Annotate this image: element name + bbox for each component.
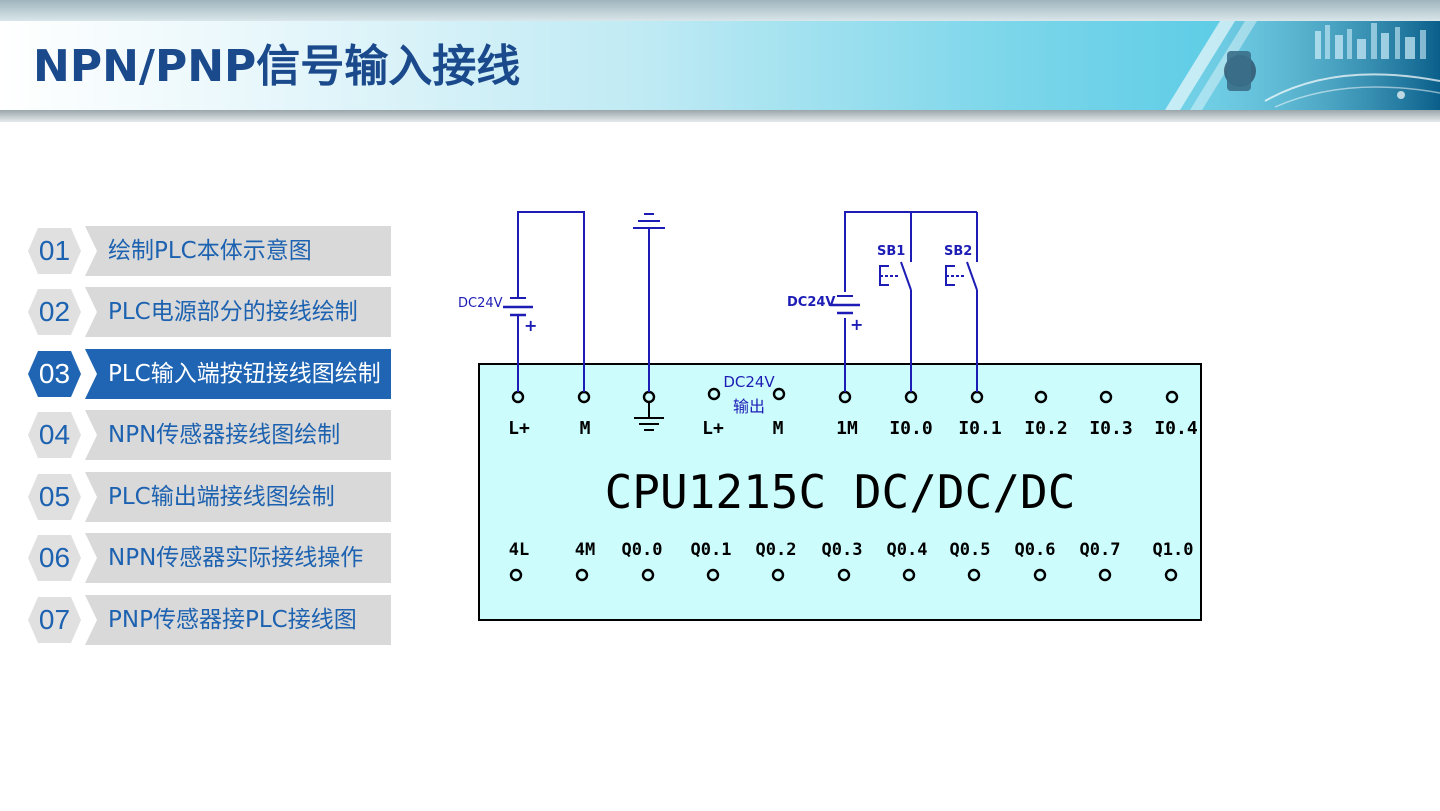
header-banner: NPN/PNP信号输入接线 <box>0 0 1440 122</box>
terminal-circle <box>575 568 589 582</box>
terminal-circle <box>706 568 720 582</box>
menu-number: 06 <box>38 542 71 573</box>
terminal-label: 1M <box>836 418 858 439</box>
plc-model-label: CPU1215C DC/DC/DC <box>605 465 1076 519</box>
top-terminal-labels: L+ M L+ M 1M I0.0 I0.1 I0.2 I0.3 I0.4 <box>508 418 1198 439</box>
supply-right-plus: + <box>850 315 863 334</box>
menu-label-background <box>85 472 391 522</box>
terminal-circle <box>509 568 523 582</box>
terminal-circle <box>1034 390 1048 404</box>
menu-label-background <box>85 349 391 399</box>
battery-left-icon <box>503 294 533 322</box>
wiring-diagram: L+ M L+ M 1M I0.0 I0.1 I0.2 I0.3 I0.4 DC… <box>458 211 1202 621</box>
menu-number: 02 <box>38 296 71 327</box>
menu-number-badge: 06 <box>28 535 81 581</box>
terminal-label: I0.3 <box>1089 418 1132 439</box>
menu-label: 绘制PLC本体示意图 <box>108 238 312 264</box>
menu-number-badge: 02 <box>28 289 81 335</box>
menu-label-background <box>85 533 391 583</box>
menu-label: NPN传感器实际接线操作 <box>108 545 364 571</box>
terminal-label: Q0.2 <box>756 540 797 560</box>
menu-item-05[interactable]: 05 PLC输出端接线图绘制 <box>28 472 392 522</box>
terminal-circle <box>967 568 981 582</box>
menu-number-badge: 07 <box>28 597 81 643</box>
menu-number: 04 <box>38 419 71 450</box>
menu-label: PLC电源部分的接线绘制 <box>108 299 358 325</box>
menu-label-background <box>85 595 391 645</box>
terminal-label: L+ <box>508 418 530 439</box>
terminal-label: I0.4 <box>1154 418 1198 439</box>
supply-left-plus: + <box>524 316 537 335</box>
header-top-strip <box>0 0 1440 21</box>
terminal-circle <box>772 387 786 401</box>
terminal-label: M <box>580 418 591 439</box>
output-voltage-label: DC24V <box>723 373 775 391</box>
terminal-label: Q0.0 <box>622 540 663 560</box>
menu-number-badge: 04 <box>28 412 81 458</box>
menu-label: NPN传感器接线图绘制 <box>108 422 341 448</box>
sb2-label: SB2 <box>944 244 972 259</box>
input-common-wire <box>844 211 977 392</box>
terminal-label: L+ <box>702 418 724 439</box>
terminal-label: Q0.1 <box>691 540 732 560</box>
supply-left-voltage: DC24V <box>458 296 503 311</box>
terminal-label: 4M <box>575 540 595 560</box>
terminal-label: Q1.0 <box>1153 540 1194 560</box>
terminal-label: M <box>773 418 784 439</box>
terminal-circle <box>707 387 721 401</box>
menu-number: 03 <box>38 358 71 389</box>
terminal-label: I0.2 <box>1024 418 1067 439</box>
menu-number: 05 <box>38 481 71 512</box>
sb1-pushbutton-icon <box>879 261 912 291</box>
terminal-label: I0.0 <box>889 418 932 439</box>
header-bottom-strip <box>0 110 1440 122</box>
menu-number-badge: 03 <box>28 351 81 397</box>
terminal-circle <box>1164 568 1178 582</box>
menu-number-badge: 05 <box>28 474 81 520</box>
terminal-circle <box>1165 390 1179 404</box>
terminal-label: Q0.5 <box>950 540 991 560</box>
terminal-circle <box>771 568 785 582</box>
terminal-circle <box>1098 568 1112 582</box>
output-label: 输出 <box>733 397 765 416</box>
menu-item-04[interactable]: 04 NPN传感器接线图绘制 <box>28 410 392 460</box>
menu-number: 01 <box>38 235 71 266</box>
menu-label-background <box>85 410 391 460</box>
terminal-label: Q0.3 <box>822 540 863 560</box>
menu-item-06[interactable]: 06 NPN传感器实际接线操作 <box>28 533 392 583</box>
menu-label: PNP传感器接PLC接线图 <box>108 607 357 633</box>
menu-item-03[interactable]: 03 PLC输入端按钮接线图绘制 <box>28 349 392 399</box>
menu-number: 07 <box>38 604 71 635</box>
menu-label-background <box>85 287 391 337</box>
menu-label: PLC输出端接线图绘制 <box>108 484 335 510</box>
terminal-label: Q0.6 <box>1015 540 1056 560</box>
bottom-terminal-labels: 4L 4M Q0.0 Q0.1 Q0.2 Q0.3 Q0.4 Q0.5 Q0.6… <box>509 540 1194 560</box>
header-decoration-image <box>1165 21 1440 110</box>
page-title: NPN/PNP信号输入接线 <box>33 41 521 92</box>
terminal-label: 4L <box>509 540 529 560</box>
menu-label-background <box>85 226 391 276</box>
ground-terminal-icon <box>634 402 664 431</box>
terminal-circle <box>902 568 916 582</box>
terminal-circle <box>1033 568 1047 582</box>
terminal-label: Q0.4 <box>887 540 928 560</box>
menu-item-07[interactable]: 07 PNP传感器接PLC接线图 <box>28 595 392 645</box>
terminal-circle <box>641 568 655 582</box>
sb1-label: SB1 <box>877 244 905 259</box>
supply-right-voltage: DC24V <box>787 295 835 310</box>
sb2-pushbutton-icon <box>945 261 978 291</box>
terminal-label: I0.1 <box>958 418 1001 439</box>
battery-right-icon <box>830 292 860 318</box>
menu-number-badge: 01 <box>28 228 81 274</box>
menu-item-02[interactable]: 02 PLC电源部分的接线绘制 <box>28 287 392 337</box>
terminal-circle <box>1099 390 1113 404</box>
input-wiring <box>844 211 978 392</box>
menu-label: PLC输入端按钮接线图绘制 <box>108 361 381 387</box>
terminal-circle <box>837 568 851 582</box>
menu-item-01[interactable]: 01 绘制PLC本体示意图 <box>28 226 392 276</box>
terminal-label: Q0.7 <box>1080 540 1121 560</box>
earth-wire <box>633 213 665 392</box>
bottom-terminal-circles <box>509 568 1178 582</box>
